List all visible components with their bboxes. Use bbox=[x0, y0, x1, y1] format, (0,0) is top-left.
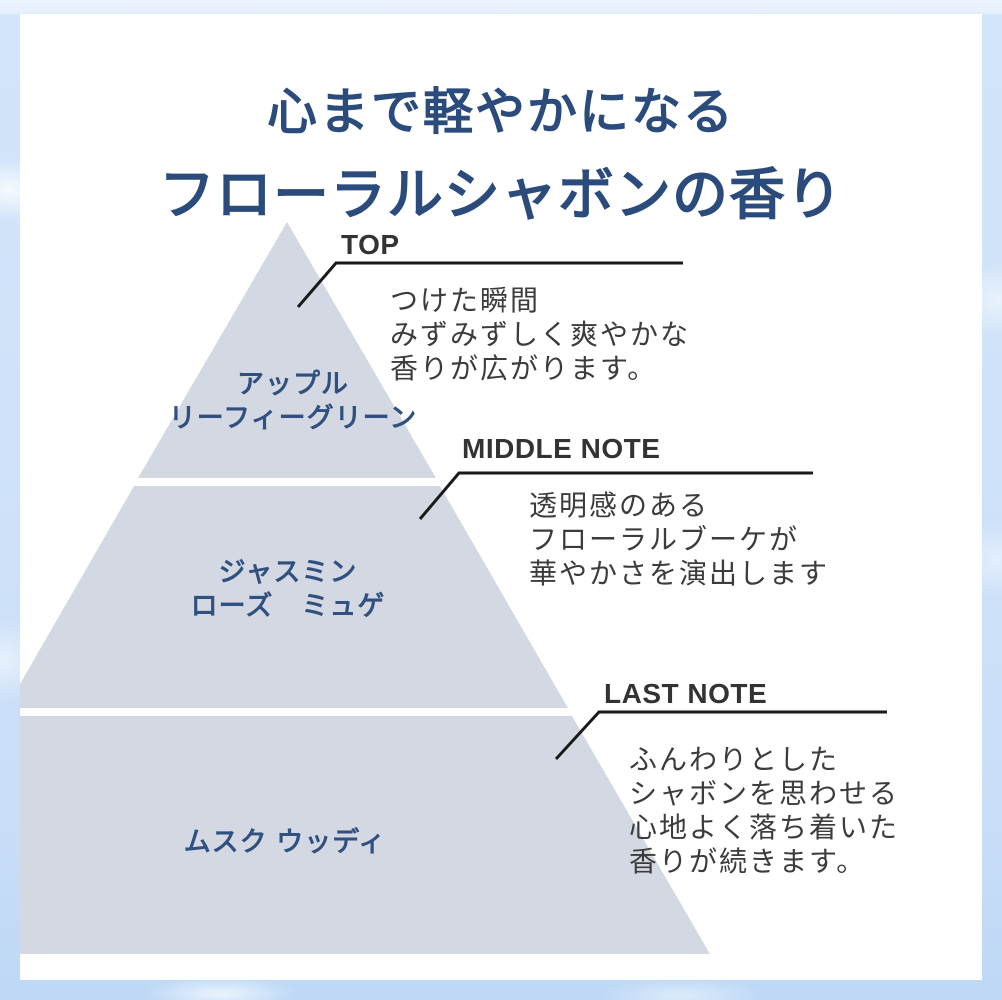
last-note-description-line: ふんわりとした bbox=[629, 744, 840, 775]
last-note-label: LAST NOTE bbox=[604, 678, 768, 709]
middle-note-leader-line bbox=[418, 471, 813, 520]
top-note-description: つけた瞬間 みずみずしく爽やかな 香りが広がります。 bbox=[390, 284, 690, 386]
top-note-description-line: つけた瞬間 bbox=[390, 285, 541, 316]
pyramid-tier-last-label: ムスク ウッディ bbox=[184, 825, 387, 859]
top-note-description-line: みずみずしく爽やかな bbox=[390, 319, 691, 350]
tier-middle-ingredient-line: ジャスミン bbox=[218, 557, 358, 587]
page-title-line-1: 心まで軽やかになる bbox=[267, 84, 735, 140]
top-note-leader-line bbox=[296, 261, 683, 308]
pyramid-tier-middle-shape bbox=[20, 486, 568, 708]
last-note-description: ふんわりとした シャボンを思わせる 心地よく落ち着いた 香りが続きます。 bbox=[629, 743, 899, 879]
middle-note-description-line: 透明感のある bbox=[529, 490, 710, 521]
tier-last-ingredient-line: ムスク ウッディ bbox=[183, 827, 387, 857]
pyramid-tier-middle-label: ジャスミン ローズ ミュゲ bbox=[191, 555, 386, 623]
middle-note-description-line: 華やかさを演出します bbox=[529, 558, 830, 589]
last-note-description-line: 心地よく落ち着いた bbox=[629, 812, 900, 843]
last-note-description-line: 香りが続きます。 bbox=[629, 846, 867, 877]
tier-top-ingredient-line: アップル bbox=[237, 369, 349, 399]
tier-middle-ingredient-line: ローズ ミュゲ bbox=[190, 591, 386, 621]
middle-note-description: 透明感のある フローラルブーケが 華やかさを演出します bbox=[529, 489, 829, 591]
last-note-leader-line bbox=[554, 710, 887, 761]
last-note-description-line: シャボンを思わせる bbox=[629, 778, 900, 809]
top-note-description-line: 香りが広がります。 bbox=[390, 353, 658, 384]
tier-top-ingredient-line: リーフィーグリーン bbox=[168, 403, 418, 433]
page-title-line-2: フローラルシャボンの香り bbox=[159, 163, 843, 226]
pyramid-tier-last-shape bbox=[20, 716, 710, 954]
pyramid-tier-top-shape bbox=[138, 222, 436, 478]
top-note-label: TOP bbox=[341, 229, 400, 260]
middle-note-label: MIDDLE NOTE bbox=[462, 433, 661, 464]
middle-note-description-line: フローラルブーケが bbox=[529, 524, 800, 555]
pyramid-tier-top-label: アップル リーフィーグリーン bbox=[169, 367, 418, 435]
